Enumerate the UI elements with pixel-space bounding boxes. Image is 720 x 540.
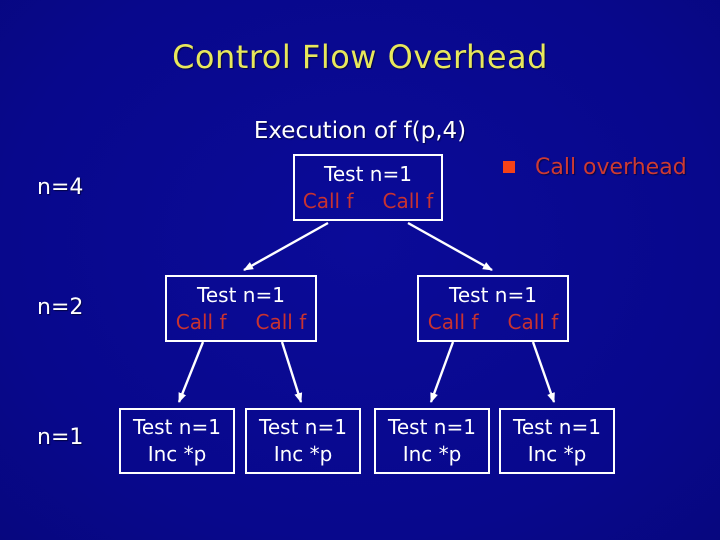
test-label: Test n=1	[513, 415, 601, 439]
test-label: Test n=1	[388, 415, 476, 439]
slide-title: Control Flow Overhead	[172, 38, 548, 76]
call-labels: Call f Call f	[302, 188, 434, 213]
test-label: Test n=1	[259, 415, 347, 439]
square-bullet-icon	[503, 161, 515, 173]
tree-arrow-n2r-to-leaf4	[531, 341, 556, 403]
tree-arrow-n2l-to-leaf1	[177, 341, 205, 403]
action-label: Inc *p	[273, 442, 333, 466]
tree-arrow-n2r-to-leaf3	[429, 341, 455, 403]
row-label-n2: n=2	[37, 295, 84, 320]
tree-node-root: Test n=1 Call f Call f	[293, 154, 443, 221]
action-label: Inc *p	[147, 442, 207, 466]
row-label-n4: n=4	[37, 175, 84, 200]
call-label-left: Call f	[302, 188, 354, 213]
tree-node-leaf-4: Test n=1 Inc *p	[499, 408, 615, 474]
tree-arrow-n2l-to-leaf2	[280, 341, 303, 403]
tree-node-leaf-2: Test n=1 Inc *p	[245, 408, 361, 474]
test-label: Test n=1	[133, 415, 221, 439]
call-label-right: Call f	[507, 309, 559, 334]
call-labels: Call f Call f	[427, 309, 559, 334]
tree-node-leaf-3: Test n=1 Inc *p	[374, 408, 490, 474]
action-label: Inc *p	[402, 442, 462, 466]
call-label-right: Call f	[382, 188, 434, 213]
diagram-caption: Execution of f(p,4)	[253, 118, 467, 144]
call-label-left: Call f	[427, 309, 479, 334]
call-label-right: Call f	[255, 309, 307, 334]
tree-node-leaf-1: Test n=1 Inc *p	[119, 408, 235, 474]
tree-node-n2-left: Test n=1 Call f Call f	[165, 275, 317, 342]
test-label: Test n=1	[449, 282, 537, 307]
row-label-n1: n=1	[37, 425, 84, 450]
tree-arrow-root-to-right	[407, 221, 493, 272]
test-label: Test n=1	[324, 161, 412, 186]
call-labels: Call f Call f	[175, 309, 307, 334]
action-label: Inc *p	[527, 442, 587, 466]
legend-label: Call overhead	[535, 154, 687, 180]
tree-node-n2-right: Test n=1 Call f Call f	[417, 275, 569, 342]
call-label-left: Call f	[175, 309, 227, 334]
tree-arrow-root-to-left	[243, 221, 329, 272]
legend-item-call-overhead: Call overhead	[503, 154, 687, 180]
test-label: Test n=1	[197, 282, 285, 307]
